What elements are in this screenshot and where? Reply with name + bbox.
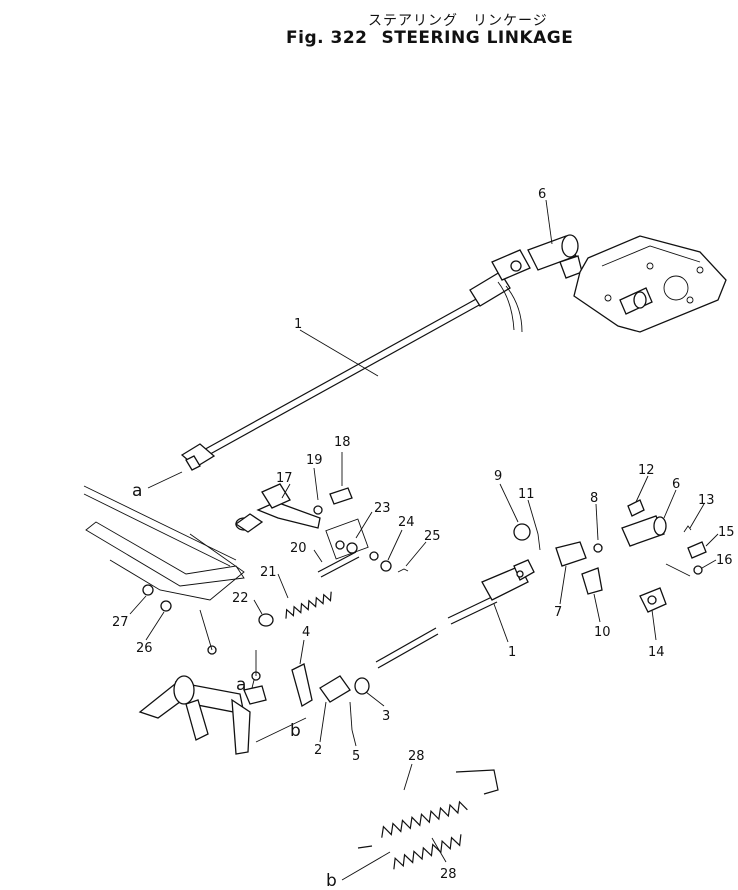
callout-22: 22	[232, 591, 249, 606]
japanese-title: ステアリング リンケージ	[368, 13, 548, 29]
letter-a-lower: a	[236, 675, 246, 695]
callout-19: 19	[306, 453, 323, 468]
lever-assembly	[234, 483, 409, 627]
callout-28-lower: 28	[440, 867, 457, 882]
callout-12: 12	[638, 463, 655, 478]
connection-letters: a a b b	[132, 481, 337, 890]
callout-20: 20	[290, 541, 307, 556]
lower-rod-assembly	[447, 499, 707, 625]
figure-name: STEERING LINKAGE	[381, 28, 574, 48]
callout-27: 27	[112, 615, 129, 630]
figure-header: ステアリング リンケージ Fig. 322 STEERING LINKAGE	[0, 0, 738, 60]
bell-crank	[138, 650, 267, 755]
callout-3: 3	[382, 709, 390, 724]
callout-2: 2	[314, 743, 322, 758]
callout-18: 18	[334, 435, 351, 450]
leader-lines	[129, 199, 719, 881]
callout-11: 11	[518, 487, 535, 502]
callout-24: 24	[398, 515, 415, 530]
springs	[357, 769, 499, 870]
callout-7: 7	[554, 605, 562, 620]
callout-6-lower: 6	[672, 477, 680, 492]
callout-15: 15	[718, 525, 735, 540]
lower-threaded-rod	[291, 627, 439, 731]
callout-numbers: 1 6 19 18 17 23 24 25 20 21 22 27 26 4 2…	[112, 187, 735, 882]
callout-9: 9	[494, 469, 502, 484]
callout-1-upper: 1	[294, 317, 302, 332]
callout-25: 25	[424, 529, 441, 544]
callout-10: 10	[594, 625, 611, 640]
callout-16: 16	[716, 553, 733, 568]
callout-1-lower: 1	[508, 645, 516, 660]
callout-14: 14	[648, 645, 665, 660]
callout-4: 4	[302, 625, 310, 640]
callout-17: 17	[276, 471, 293, 486]
frame-plate	[83, 485, 245, 655]
callout-5: 5	[352, 749, 360, 764]
letter-b-upper: b	[290, 721, 301, 741]
callout-23: 23	[374, 501, 391, 516]
callout-8: 8	[590, 491, 598, 506]
letter-a-upper: a	[132, 481, 142, 501]
callout-21: 21	[260, 565, 277, 580]
figure-title: Fig. 322 STEERING LINKAGE	[286, 28, 573, 48]
upper-rod-assembly	[180, 234, 727, 471]
figure-number: Fig. 322	[286, 28, 368, 48]
callout-28-upper: 28	[408, 749, 425, 764]
callout-6-upper: 6	[538, 187, 546, 202]
letter-b-lower: b	[326, 871, 337, 890]
callout-13: 13	[698, 493, 715, 508]
callout-26: 26	[136, 641, 153, 656]
